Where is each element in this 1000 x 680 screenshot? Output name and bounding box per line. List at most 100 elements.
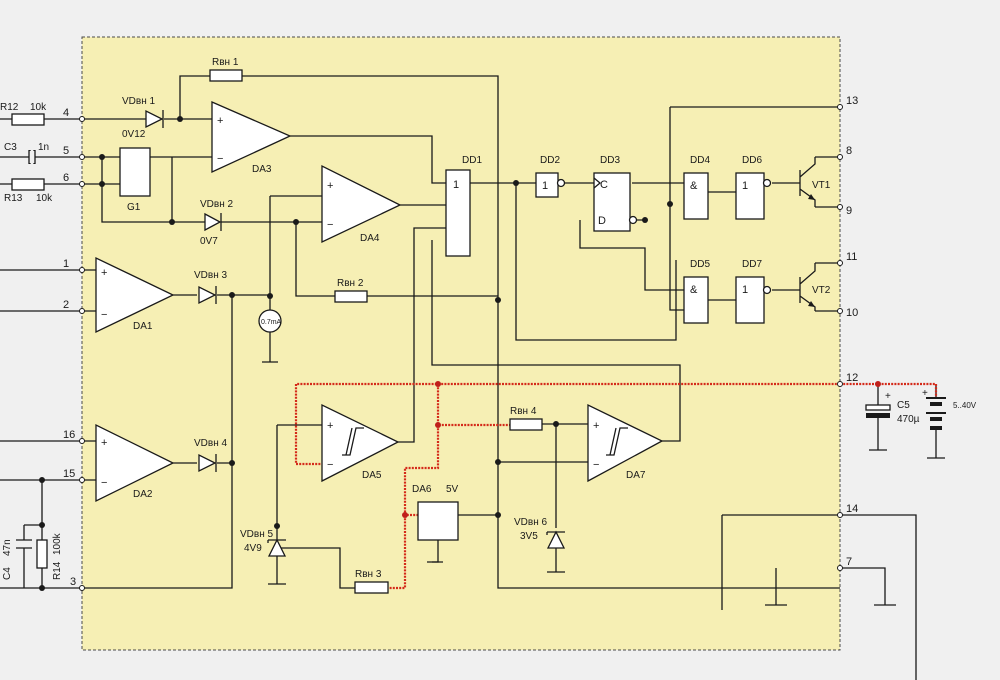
vd3-diode <box>198 285 217 305</box>
current-meter <box>258 309 282 333</box>
da3-label: DA3 <box>252 164 272 175</box>
battery-plus: + <box>922 388 928 399</box>
vd5-value: 4V9 <box>244 543 262 554</box>
da4-opamp <box>321 164 402 244</box>
pin-labels: 4 5 6 1 2 16 15 3 13 8 9 11 10 12 14 7 <box>63 95 858 588</box>
dd4-symbol: & <box>690 180 698 192</box>
da7-label: DA7 <box>626 470 646 481</box>
rvn1-label: Rвн 1 <box>212 57 239 68</box>
da5-comparator <box>321 403 400 483</box>
dd1-symbol: 1 <box>453 179 459 191</box>
vd1-label: VDвн 1 <box>122 96 156 107</box>
pin-2-label: 2 <box>63 299 69 311</box>
da1-plus: + <box>101 267 107 279</box>
dd7-symbol: 1 <box>742 284 748 296</box>
da7-plus: + <box>593 420 599 432</box>
pin-3-label: 3 <box>70 576 76 588</box>
dd7-gate <box>735 276 765 324</box>
r12-value: 10k <box>30 102 47 113</box>
r12-label: R12 <box>0 102 19 113</box>
da2-opamp <box>95 423 175 503</box>
da1-label: DA1 <box>133 321 153 332</box>
dd7-label: DD7 <box>742 259 762 270</box>
da3-plus: + <box>217 115 223 127</box>
meter-label: 0.7mA <box>261 319 282 326</box>
pin-12-label: 12 <box>846 372 858 384</box>
wires <box>0 75 937 680</box>
da3-minus: − <box>217 153 223 165</box>
dd6-symbol: 1 <box>742 180 748 192</box>
pin-13-label: 13 <box>846 95 858 107</box>
da4-minus: − <box>327 219 333 231</box>
pin-14-label: 14 <box>846 503 858 515</box>
da1-opamp <box>95 256 175 334</box>
r14-value: 100k <box>52 532 63 555</box>
da5-minus: − <box>327 459 333 471</box>
dd2-symbol: 1 <box>542 180 548 192</box>
vt2-label: VT2 <box>812 285 831 296</box>
vd2-label: VDвн 2 <box>200 199 234 210</box>
c3-label: C3 <box>4 142 17 153</box>
vd4-diode <box>198 453 217 473</box>
opamps: + − DA3 + − DA4 + − DA1 + − DA2 + − DA5 … <box>95 101 664 503</box>
battery-value: 5..40V <box>953 401 977 410</box>
rvn4-resistor <box>509 418 543 431</box>
r13-resistor <box>11 178 45 191</box>
pin-15-label: 15 <box>63 468 75 480</box>
dd3-data: D <box>598 215 606 227</box>
pin-10-label: 10 <box>846 307 858 319</box>
r12-resistor <box>11 113 45 126</box>
da6-regulator <box>417 501 459 541</box>
r13-label: R13 <box>4 193 23 204</box>
dd1-gate <box>445 169 471 257</box>
pin-5-label: 5 <box>63 145 69 157</box>
vd2-value: 0V7 <box>200 236 218 247</box>
pin-7-label: 7 <box>846 556 852 568</box>
da6-label: DA6 <box>412 484 432 495</box>
da7-hysteresis-icon <box>606 427 628 456</box>
da5-label: DA5 <box>362 470 382 481</box>
vd1-diode <box>145 109 164 129</box>
rvn4-label: Rвн 4 <box>510 406 537 417</box>
c5-plus: + <box>885 391 891 402</box>
rvn3-label: Rвн 3 <box>355 569 382 580</box>
vt1-label: VT1 <box>812 180 831 191</box>
power-supply: + C5 470µ + 5..40V <box>865 388 977 430</box>
vd5-label: VDвн 5 <box>240 529 274 540</box>
g1-block <box>119 147 151 197</box>
dd5-gate <box>683 276 709 324</box>
rvn1-resistor <box>209 69 243 82</box>
pin-11-label: 11 <box>846 251 857 263</box>
pin-markers <box>79 104 843 591</box>
vd1-value: 0V12 <box>122 129 146 140</box>
resistors: Rвн 1 Rвн 2 Rвн 3 Rвн 4 <box>209 57 543 594</box>
da5-hysteresis-icon <box>342 427 364 456</box>
c4-value: 47n <box>2 539 13 556</box>
battery <box>926 397 946 430</box>
da6-value: 5V <box>446 484 459 495</box>
da2-plus: + <box>101 437 107 449</box>
vd6-label: VDвн 6 <box>514 517 548 528</box>
dd3-label: DD3 <box>600 155 620 166</box>
da5-plus: + <box>327 420 333 432</box>
vd5-zener <box>267 538 287 557</box>
c4-label: C4 <box>2 567 13 580</box>
da4-plus: + <box>327 180 333 192</box>
dd1-label: DD1 <box>462 155 482 166</box>
da7-minus: − <box>593 459 599 471</box>
da4-label: DA4 <box>360 233 380 244</box>
c5-value: 470µ <box>897 414 920 425</box>
transistors: VT1 VT2 <box>799 157 831 311</box>
pin-9-label: 9 <box>846 205 852 217</box>
vd2-diode <box>204 212 222 232</box>
pin-1-label: 1 <box>63 258 69 270</box>
da7-comparator <box>587 403 664 483</box>
dd4-label: DD4 <box>690 155 710 166</box>
external-components: R12 10k C3 1n R13 10k C4 47n R14 100k <box>0 102 63 580</box>
dd6-label: DD6 <box>742 155 762 166</box>
dd5-label: DD5 <box>690 259 710 270</box>
pin-4-label: 4 <box>63 107 69 119</box>
vd6-zener <box>546 530 566 549</box>
ic-body <box>81 36 841 651</box>
